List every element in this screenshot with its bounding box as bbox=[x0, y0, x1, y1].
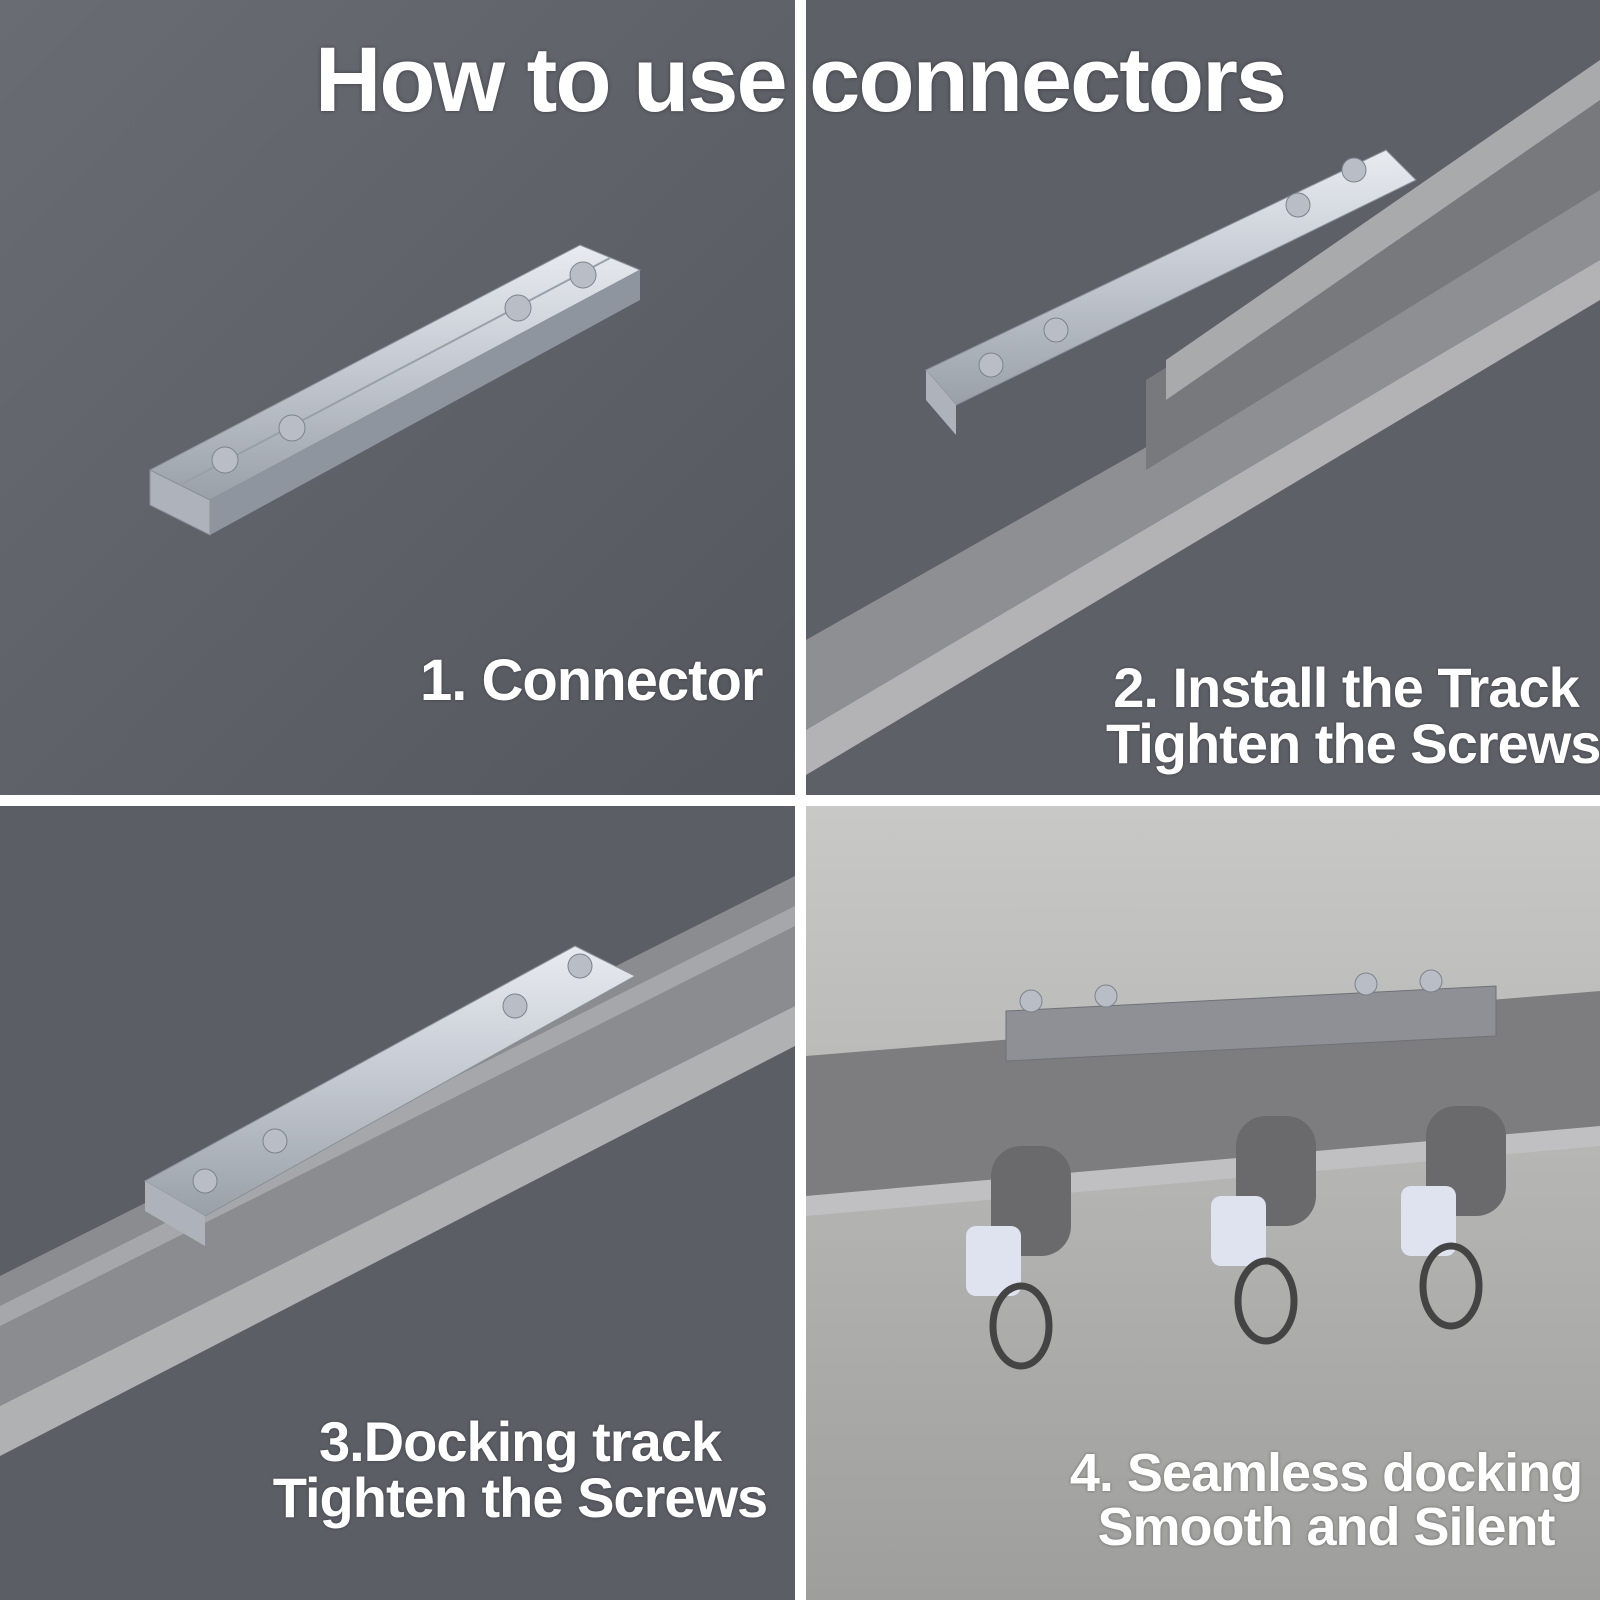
step-2-line1: 2. Install the Track bbox=[1113, 656, 1580, 719]
step-4-line1: 4. Seamless docking bbox=[1069, 1443, 1583, 1503]
step-3-line2: Tighten the Screws bbox=[272, 1466, 768, 1529]
screw-icon bbox=[1019, 969, 1443, 1013]
step-3-line1: 3.Docking track bbox=[318, 1410, 722, 1473]
track-rail bbox=[806, 60, 1600, 775]
step-3-panel bbox=[0, 806, 795, 1600]
runner-icon bbox=[1211, 1116, 1316, 1345]
runner-icon bbox=[966, 1146, 1071, 1370]
screw-icon bbox=[192, 953, 593, 1194]
step-4-panel: 4. Seamless docking Smooth and Silent bbox=[806, 806, 1600, 1600]
runner-icon bbox=[1401, 1106, 1506, 1330]
seamless-docking-photo bbox=[806, 806, 1600, 1600]
connector-bar bbox=[1005, 985, 1497, 1062]
step-2-panel bbox=[806, 0, 1600, 795]
step-1-caption: 1. Connector bbox=[420, 648, 764, 713]
install-track-photo bbox=[806, 0, 1600, 795]
step-4-caption: 4. Seamless docking Smooth and Silent bbox=[1066, 1446, 1586, 1554]
step-4-line2: Smooth and Silent bbox=[1097, 1497, 1555, 1557]
step-1-line1: 1. Connector bbox=[420, 648, 764, 713]
step-1-panel bbox=[0, 0, 795, 795]
screw-icon bbox=[978, 157, 1367, 378]
step-2-caption: 2. Install the Track Tighten the Screws bbox=[1106, 656, 1600, 775]
page-title: How to use connectors bbox=[314, 29, 1287, 131]
connector-photo bbox=[0, 0, 795, 795]
screw-icon bbox=[211, 261, 597, 474]
step-2-line2: Tighten the Screws bbox=[1106, 712, 1600, 775]
step-3-caption: 3.Docking track Tighten the Screws bbox=[270, 1414, 770, 1526]
docking-track-photo bbox=[0, 806, 795, 1600]
runner-hooks bbox=[966, 1106, 1506, 1370]
